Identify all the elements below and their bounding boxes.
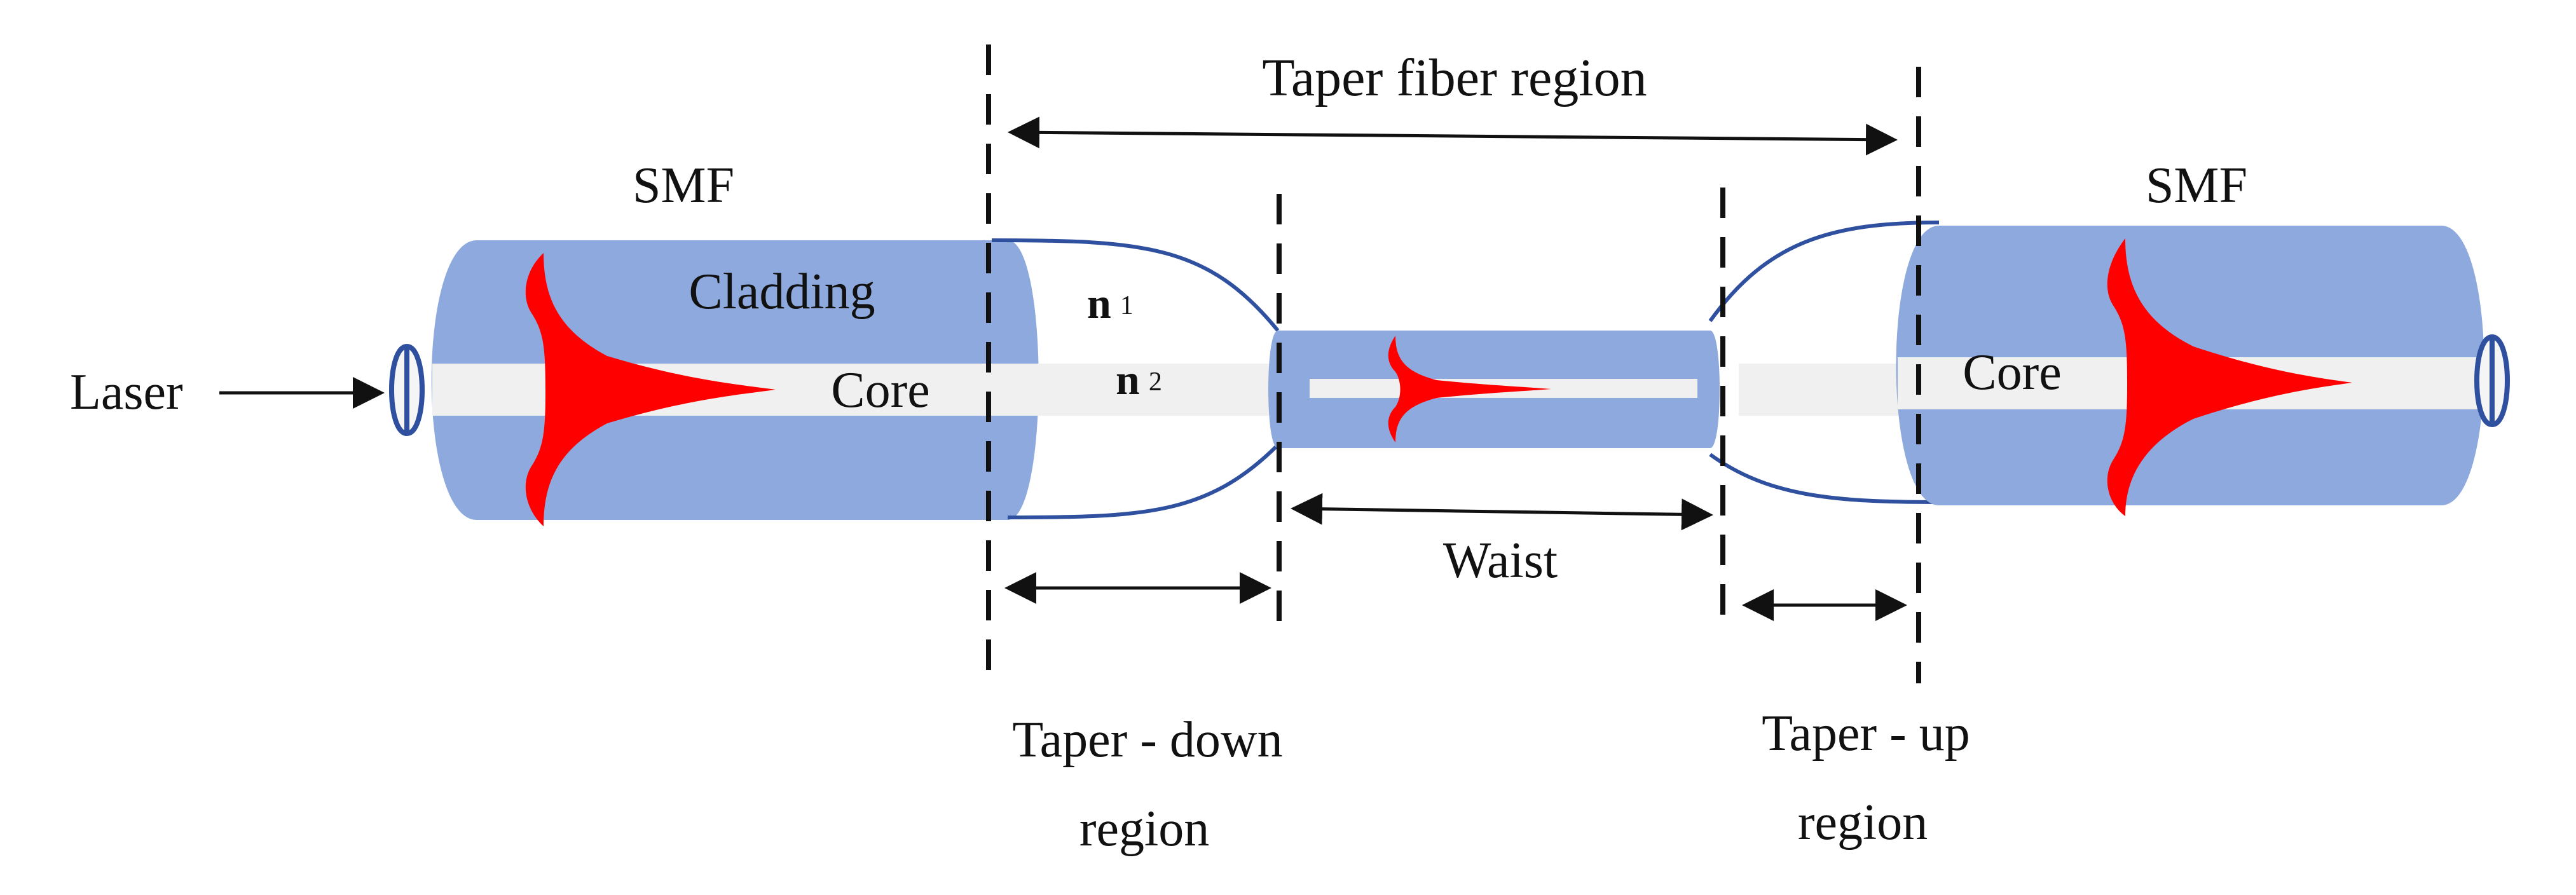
right-connector: [2474, 334, 2510, 428]
cladding-label: Cladding: [689, 264, 875, 320]
n2-symbol: n: [1116, 355, 1140, 404]
n1-symbol: n: [1087, 279, 1111, 327]
right-smf: [1896, 226, 2510, 516]
left-mode-profile: [525, 253, 776, 526]
smf-left-label: SMF: [633, 158, 734, 214]
taper-fiber-region-label: Taper fiber region: [1262, 48, 1647, 107]
taper-up-upper-edge: [1708, 221, 1940, 322]
taper-down-label-line2: region: [1079, 801, 1209, 857]
region-boundaries: [986, 44, 1921, 683]
taper-fiber-region-arrow: [1008, 116, 1898, 156]
smf-right-label: SMF: [2146, 158, 2247, 214]
taper-down-transition: [991, 238, 1280, 519]
n2-subscript: 2: [1149, 367, 1162, 397]
taper-down-upper-edge: [991, 238, 1280, 332]
taper-down-core: [1036, 364, 1278, 416]
waist-arrow: [1291, 493, 1713, 531]
laser-label: Laser: [70, 364, 183, 420]
n1-subscript: 1: [1120, 291, 1134, 320]
left-connector: [389, 344, 425, 437]
left-smf: [389, 240, 1039, 526]
waist-label: Waist: [1443, 533, 1558, 589]
taper-up-label-line1: Taper - up: [1762, 706, 1970, 762]
dimension-arrows: [219, 116, 1907, 621]
taper-down-lower-edge: [1007, 443, 1280, 519]
labels: Taper fiber region SMF SMF Cladding Core…: [70, 48, 2247, 857]
taper-up-label-line2: region: [1798, 795, 1928, 851]
core-left-label: Core: [831, 362, 930, 418]
right-mode-profile: [2107, 238, 2352, 516]
waist-mode-profile: [1388, 336, 1551, 442]
waist-section: [1268, 331, 1720, 448]
taper-down-label-line1: Taper - down: [1012, 712, 1282, 768]
core-right-label: Core: [1963, 345, 2062, 400]
taper-up-lower-edge: [1709, 453, 1940, 504]
